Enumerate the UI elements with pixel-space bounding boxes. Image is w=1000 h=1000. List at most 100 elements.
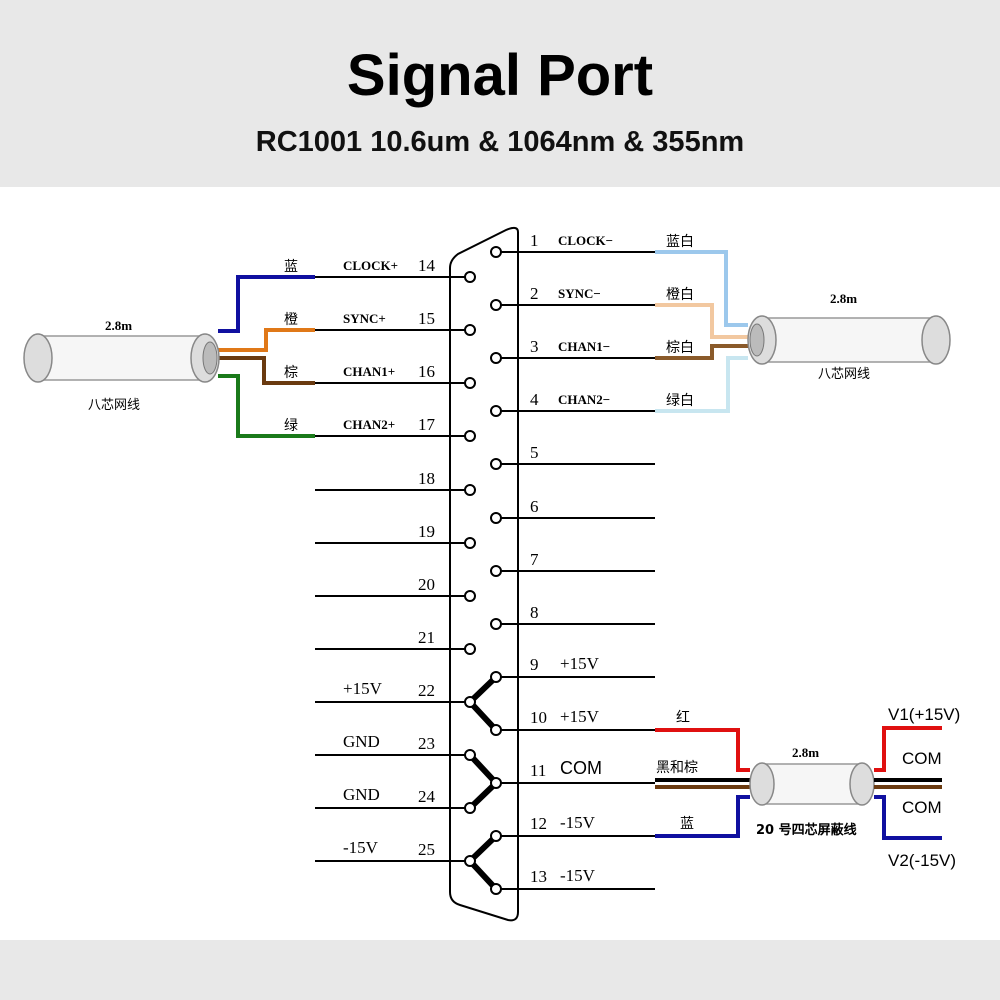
signal-label-minus15v-13: -15V [560,866,596,885]
pin-number-3: 3 [530,337,539,356]
pin-hole-24 [464,802,476,814]
pin-hole-2 [490,299,502,311]
pin-number-6: 6 [530,497,539,516]
left-cable-name: 八芯网线 [88,398,140,413]
signal-label-chan2-minus: CHAN2− [558,392,610,407]
pin-number-7: 7 [530,550,539,569]
output-label-com-top: COM [902,749,942,768]
signal-label-clock-plus: CLOCK+ [343,258,398,273]
power-cable-end-left [749,762,775,806]
wire-blue-left [218,275,315,333]
signal-label-minus15v-12: -15V [560,813,596,832]
pin-number-19: 19 [418,522,435,541]
left-cable-length: 2.8m [105,318,132,333]
pin-hole-11 [490,777,502,789]
right-cable-wires [655,250,748,413]
pin-number-1: 1 [530,231,539,250]
pin-hole-9 [490,671,502,683]
pin-number-24: 24 [418,787,436,806]
wire-brown-left [218,356,315,385]
wire-label-black-brown: 黑和棕 [656,760,698,776]
left-cable-wires [218,275,315,438]
power-cable-name: 20 号四芯屏蔽线 [756,822,857,838]
pin-holes [464,246,502,895]
wire-label-orange: 橙 [284,312,298,328]
signal-label-clock-minus: CLOCK− [558,233,613,248]
db25-connector-shell [449,226,519,922]
pin-hole-1 [490,246,502,258]
output-label-v1: V1(+15V) [888,705,960,724]
signal-label-com-11: COM [560,758,602,778]
pin-number-16: 16 [418,362,435,381]
left-pin-lines [315,276,470,862]
wire-label-red: 红 [676,710,690,726]
pin-number-18: 18 [418,469,435,488]
wire-blue-power [655,795,750,838]
pin-number-23: 23 [418,734,435,753]
signal-label-minus15v-25: -15V [343,838,379,857]
wire-label-green: 绿 [284,418,298,434]
footer-band [0,940,1000,1000]
right-cable-jacket [761,317,939,363]
wire-label-greenwhite: 绿白 [666,393,694,409]
pin-number-22: 22 [418,681,435,700]
pin-number-13: 13 [530,867,547,886]
signal-label-plus15v-9: +15V [560,654,600,673]
wire-orange-left [218,328,315,352]
jumper-25-12-13 [467,833,499,892]
pin-hole-10 [490,724,502,736]
wire-label-bluewhite: 蓝白 [666,234,694,250]
pin-number-20: 20 [418,575,435,594]
wire-label-brown: 棕 [284,365,298,381]
wire-blue-output [874,795,942,840]
page-title: Signal Port [346,43,654,108]
left-cable-jacket [35,335,209,381]
left-cable-core [202,341,218,375]
jumper-22-9-10 [467,674,499,733]
wire-label-blue: 蓝 [284,259,298,275]
pin-number-4: 4 [530,390,539,409]
power-cable-end-right [849,762,875,806]
wire-label-orangewhite: 橙白 [666,287,694,303]
wire-bluewhite-right [655,250,748,327]
pin-hole-20 [464,590,476,602]
wire-red-power [655,728,750,772]
signal-label-chan2-plus: CHAN2+ [343,417,395,432]
pin-number-12: 12 [530,814,547,833]
signal-label-sync-plus: SYNC+ [343,311,386,326]
pin-hole-22 [464,696,476,708]
signal-label-plus15v-22: +15V [343,679,383,698]
power-cable-wires [655,728,750,838]
wire-brownwhite-right [655,344,748,360]
pin-number-15: 15 [418,309,435,328]
signal-label-gnd-24: GND [343,785,380,804]
pin-hole-13 [490,883,502,895]
wire-label-blue-power: 蓝 [680,816,694,832]
pin-hole-16 [464,377,476,389]
pin-number-14: 14 [418,256,436,275]
power-cable [749,762,875,806]
right-cable-name: 八芯网线 [818,367,870,382]
wire-green-left [218,374,315,438]
signal-label-gnd-23: GND [343,732,380,751]
pin-hole-18 [464,484,476,496]
output-label-v2: V2(-15V) [888,851,956,870]
pin-number-10: 10 [530,708,547,727]
pin-hole-5 [490,458,502,470]
pin-hole-14 [464,271,476,283]
right-pin-lines [496,251,655,890]
wire-greenwhite-right [655,356,748,413]
pin-number-2: 2 [530,284,539,303]
signal-label-plus15v-10: +15V [560,707,600,726]
left-cable-end-far [23,333,53,383]
left-cable [23,333,220,383]
pin-hole-25 [464,855,476,867]
pin-number-11: 11 [530,761,546,780]
pin-number-5: 5 [530,443,539,462]
pin-hole-7 [490,565,502,577]
pin-number-9: 9 [530,655,539,674]
pin-number-25: 25 [418,840,435,859]
pin-hole-8 [490,618,502,630]
pin-hole-19 [464,537,476,549]
